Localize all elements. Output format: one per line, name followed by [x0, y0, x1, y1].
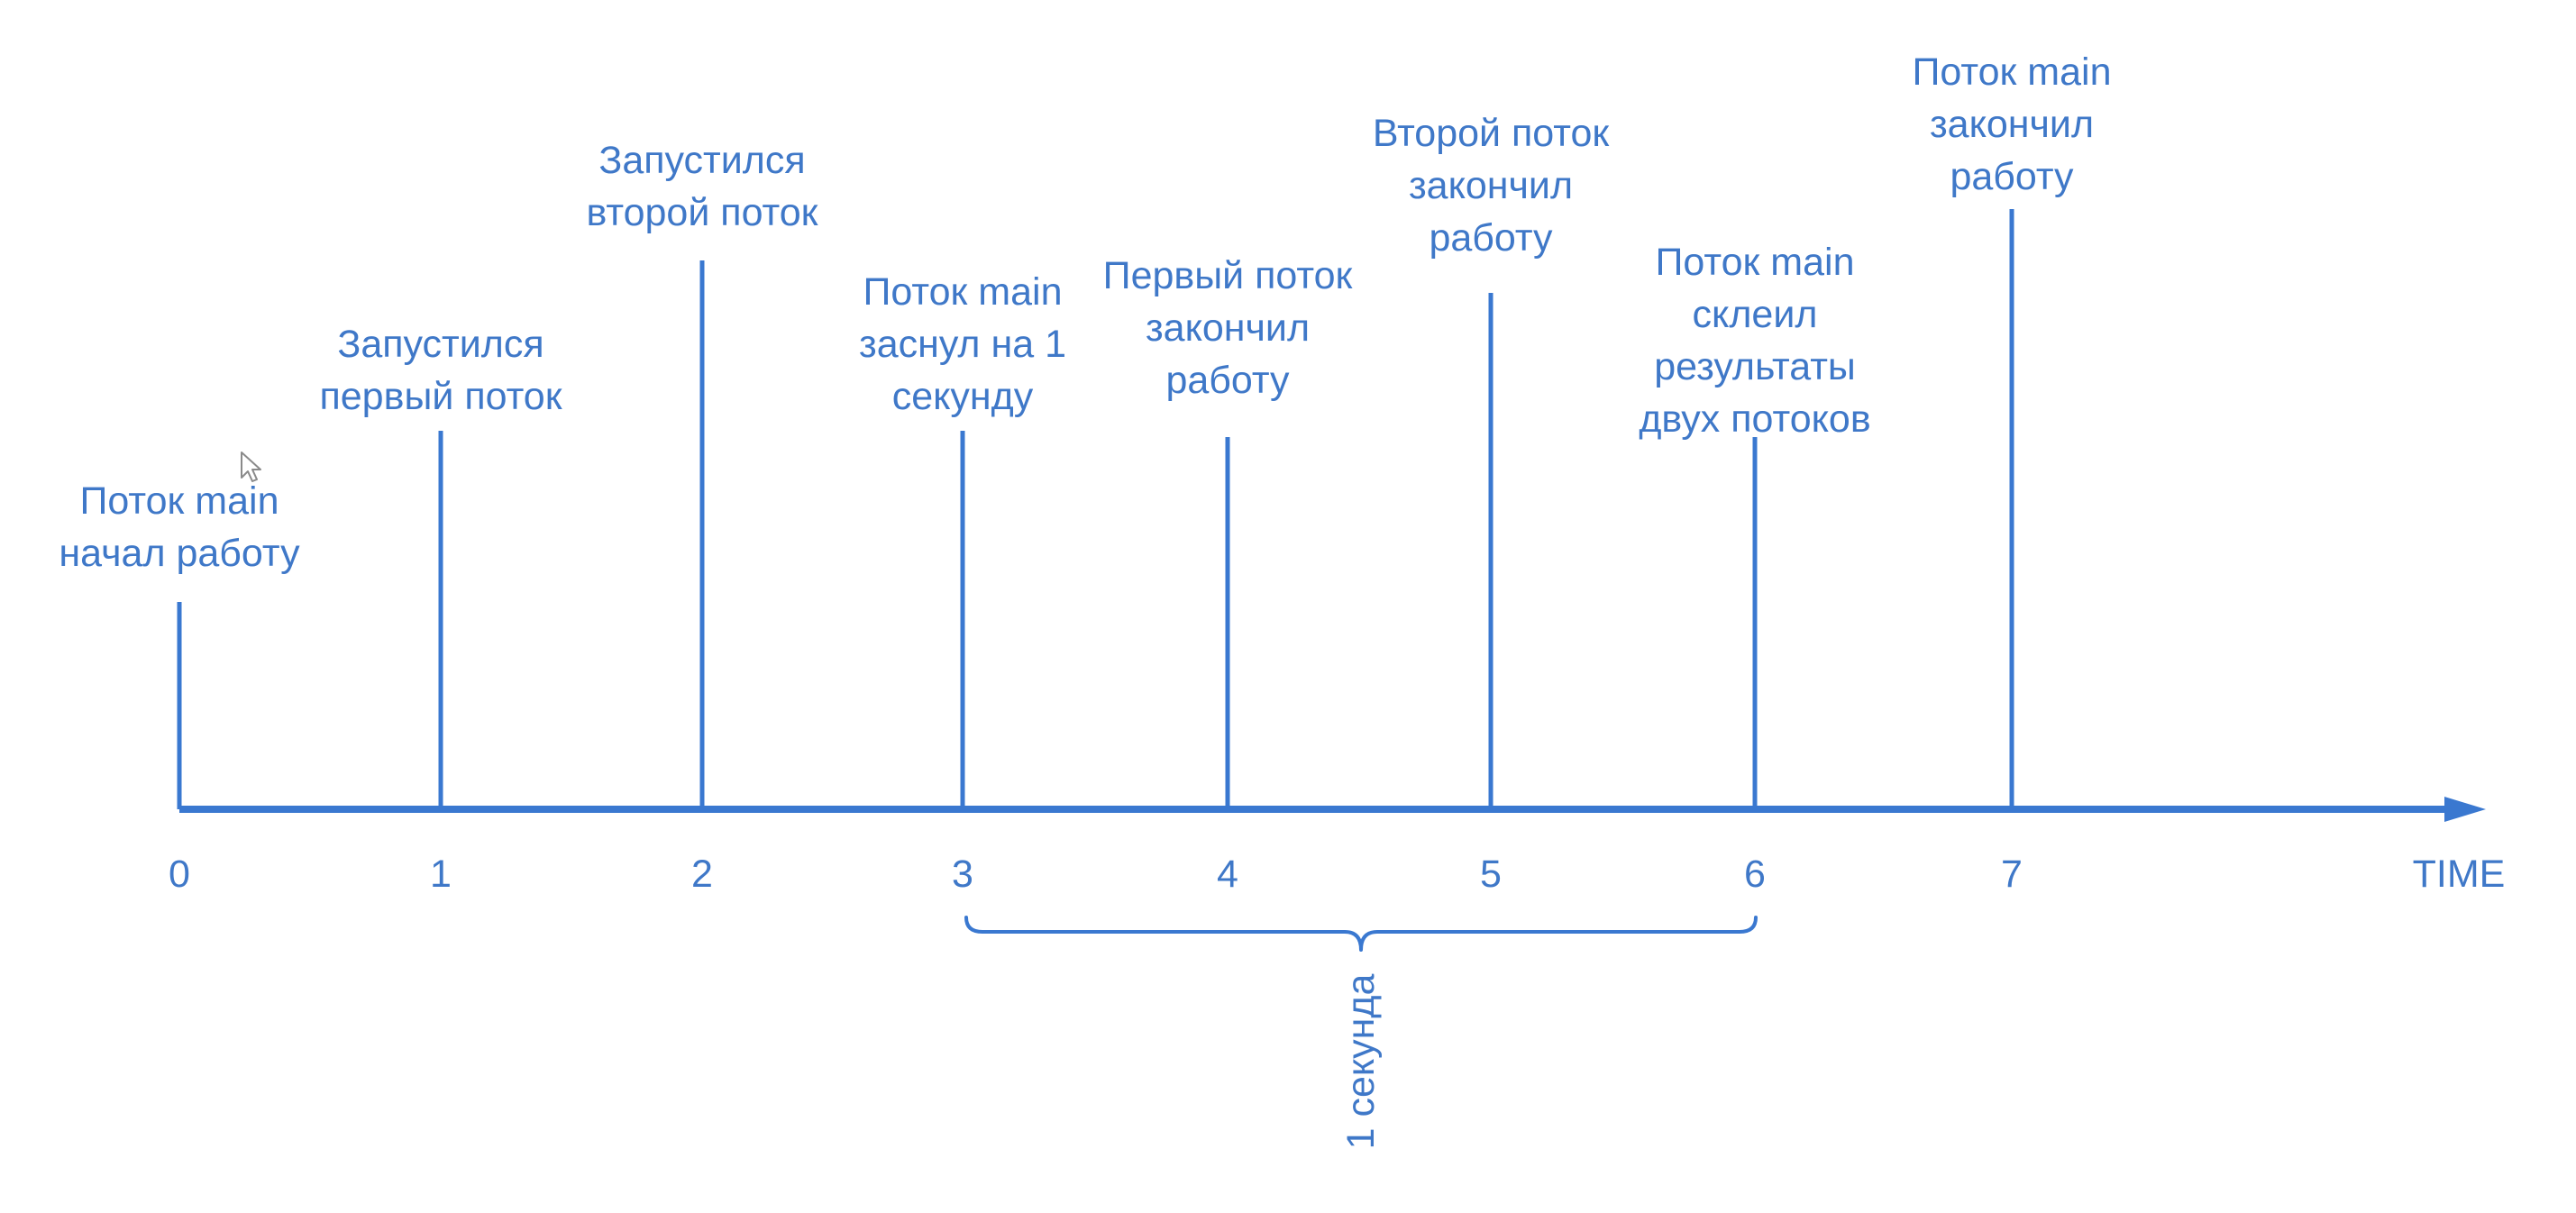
- event-label-line: первый поток: [319, 375, 562, 418]
- event-label-6: Поток main склеил результаты двух потоков: [1639, 241, 1870, 441]
- event-label-line: закончил: [1409, 164, 1573, 207]
- tick-label-3: 3: [952, 853, 973, 896]
- event-label-line: Поток main: [1656, 241, 1855, 284]
- event-label-line: результаты: [1654, 345, 1856, 388]
- event-label-line: секунду: [892, 375, 1034, 418]
- tick-label-5: 5: [1480, 853, 1502, 896]
- event-label-line: Поток main: [1913, 50, 2112, 94]
- tick-label-7: 7: [2001, 853, 2023, 896]
- event-label-line: Поток main: [80, 479, 279, 523]
- tick-label-6: 6: [1744, 853, 1766, 896]
- event-label-line: второй поток: [586, 191, 818, 234]
- brace-icon: [964, 916, 1758, 952]
- event-label-4: Первый поток закончил работу: [1103, 254, 1354, 402]
- event-label-0: Поток main начал работу: [59, 479, 300, 575]
- event-label-7: Поток main закончил работу: [1913, 50, 2112, 198]
- event-label-line: закончил: [1930, 103, 2094, 146]
- event-label-line: Первый поток: [1103, 254, 1354, 297]
- event-label-line: Второй поток: [1373, 112, 1611, 155]
- event-label-line: работу: [1950, 155, 2074, 198]
- time-axis: TIME: [179, 797, 2505, 896]
- tick-label-4: 4: [1217, 853, 1238, 896]
- event-label-3: Поток main заснул на 1 секунду: [859, 270, 1066, 418]
- event-label-line: работу: [1165, 359, 1290, 402]
- event-label-line: заснул на 1: [859, 323, 1066, 366]
- event-labels: Поток main начал работу Запустился первый п…: [59, 50, 2111, 575]
- tick-labels: 0 1 2 3 4 5 6 7: [169, 853, 2023, 896]
- event-lines: [177, 209, 2014, 809]
- mouse-cursor-icon: [241, 451, 261, 482]
- tick-label-0: 0: [169, 853, 190, 896]
- event-label-2: Запустился второй поток: [586, 139, 818, 234]
- event-label-line: закончил: [1146, 306, 1310, 350]
- event-label-5: Второй поток закончил работу: [1373, 112, 1611, 260]
- event-label-1: Запустился первый поток: [319, 323, 562, 418]
- event-label-line: Запустился: [337, 323, 544, 366]
- axis-arrowhead-icon: [2444, 797, 2486, 822]
- brace-label: 1 секунда: [1339, 974, 1383, 1150]
- duration-brace: 1 секунда: [964, 916, 1758, 1150]
- event-label-line: работу: [1429, 216, 1553, 260]
- event-label-line: двух потоков: [1639, 397, 1870, 441]
- tick-label-1: 1: [430, 853, 452, 896]
- event-label-line: начал работу: [59, 532, 300, 575]
- tick-label-2: 2: [691, 853, 713, 896]
- event-label-line: Запустился: [598, 139, 805, 182]
- event-label-line: Поток main: [863, 270, 1063, 314]
- event-label-line: склеил: [1693, 293, 1818, 336]
- axis-label: TIME: [2413, 853, 2506, 896]
